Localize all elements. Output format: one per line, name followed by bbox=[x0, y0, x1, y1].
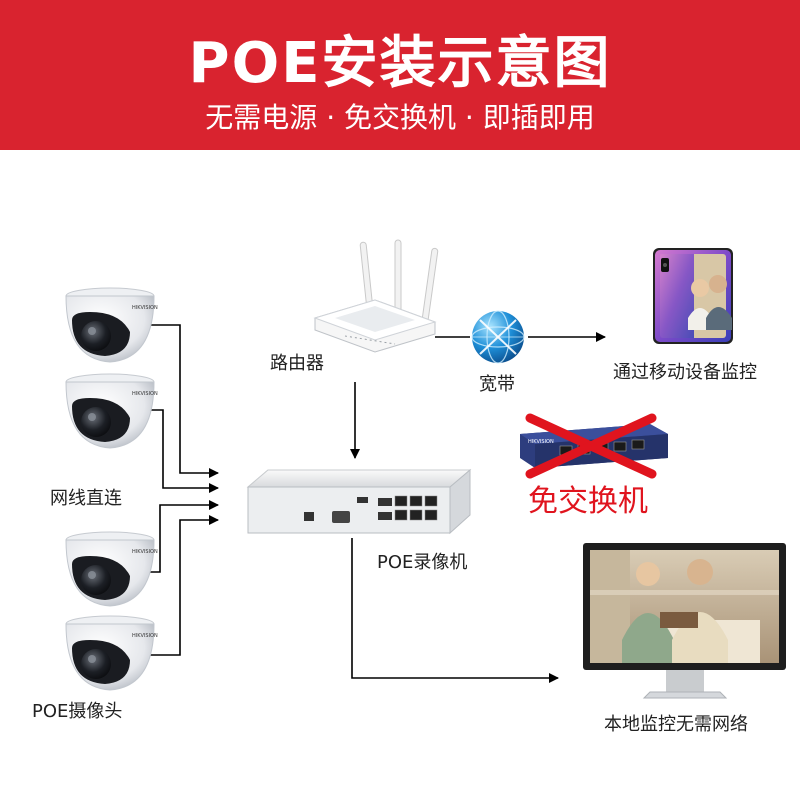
svg-text:HIKVISION: HIKVISION bbox=[132, 549, 158, 555]
nvr-icon bbox=[248, 470, 470, 533]
svg-text:HIKVISION: HIKVISION bbox=[528, 439, 554, 445]
svg-text:HIKVISION: HIKVISION bbox=[132, 391, 158, 397]
globe-icon bbox=[472, 311, 524, 363]
cameras-label: POE摄像头 bbox=[32, 697, 122, 723]
dome-camera-icon: HIKVISION bbox=[66, 616, 158, 690]
nvr-label: POE录像机 bbox=[377, 548, 467, 574]
local-monitor-label: 本地监控无需网络 bbox=[604, 710, 748, 736]
broadband-label: 宽带 bbox=[479, 370, 515, 396]
router-icon bbox=[315, 240, 438, 352]
phone-icon bbox=[653, 248, 733, 344]
cable-direct-label: 网线直连 bbox=[50, 484, 122, 510]
no-switch-label: 免交换机 bbox=[528, 476, 648, 520]
router-label: 路由器 bbox=[270, 349, 324, 375]
monitor-icon bbox=[583, 543, 786, 698]
dome-camera-icon: HIKVISION bbox=[66, 374, 158, 448]
cable-camera-2 bbox=[145, 410, 218, 488]
dome-camera-icon: HIKVISION bbox=[66, 532, 158, 606]
svg-text:HIKVISION: HIKVISION bbox=[132, 305, 158, 311]
dome-camera-icon: HIKVISION bbox=[66, 288, 158, 362]
mobile-monitoring-label: 通过移动设备监控 bbox=[613, 358, 757, 384]
svg-text:HIKVISION: HIKVISION bbox=[132, 633, 158, 639]
camera-cables bbox=[130, 325, 218, 655]
